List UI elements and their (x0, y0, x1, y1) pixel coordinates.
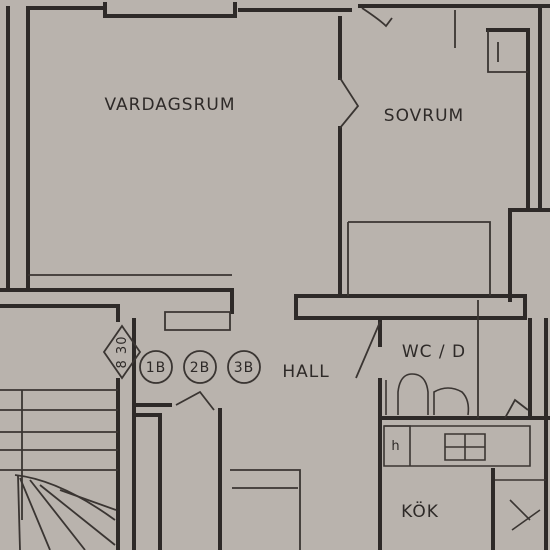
kitchen-sink (444, 433, 486, 461)
room-label-bedroom: SOVRUM (384, 106, 464, 126)
room-label-living-room: VARDAGSRUM (105, 95, 236, 115)
wc-fixtures (385, 373, 470, 416)
apartment-2b-label: 2B (190, 360, 211, 376)
apartment-markers: 1B 2B 3B (139, 350, 261, 384)
doors (175, 7, 529, 419)
toilet (433, 387, 470, 416)
washbasin (397, 373, 429, 415)
apartment-3b-label: 3B (234, 360, 255, 376)
apartment-3b-circle (227, 350, 261, 384)
hob-label: h (391, 439, 400, 454)
stair-code-marker: 8 30 (102, 324, 142, 380)
stair-code-label: 8 30 (115, 336, 130, 369)
room-labels: VARDAGSRUM SOVRUM HALL WC / D KÖK (105, 95, 466, 522)
apartment-2b-circle (183, 350, 217, 384)
apartment-1b-circle (139, 350, 173, 384)
thin-lines (28, 10, 528, 550)
apartment-1b-label: 1B (146, 360, 167, 376)
room-label-wc: WC / D (402, 342, 466, 362)
room-label-kitchen: KÖK (401, 500, 439, 522)
room-label-hall: HALL (282, 362, 329, 382)
kitchen-fixtures: h (383, 425, 546, 531)
stairs (0, 389, 118, 550)
